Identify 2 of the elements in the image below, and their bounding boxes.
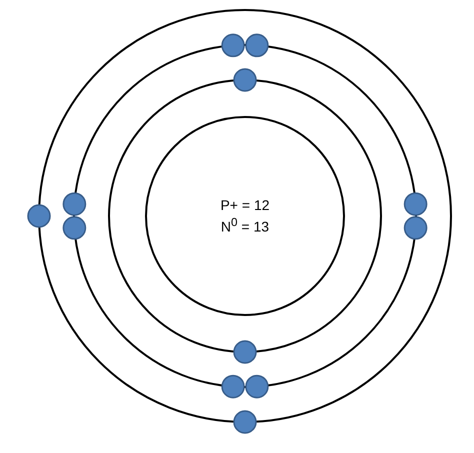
nucleus-count-label: N$^{0}$ = 13 [220, 215, 270, 236]
nucleus-count-label: P+ = 12 [220, 196, 270, 214]
